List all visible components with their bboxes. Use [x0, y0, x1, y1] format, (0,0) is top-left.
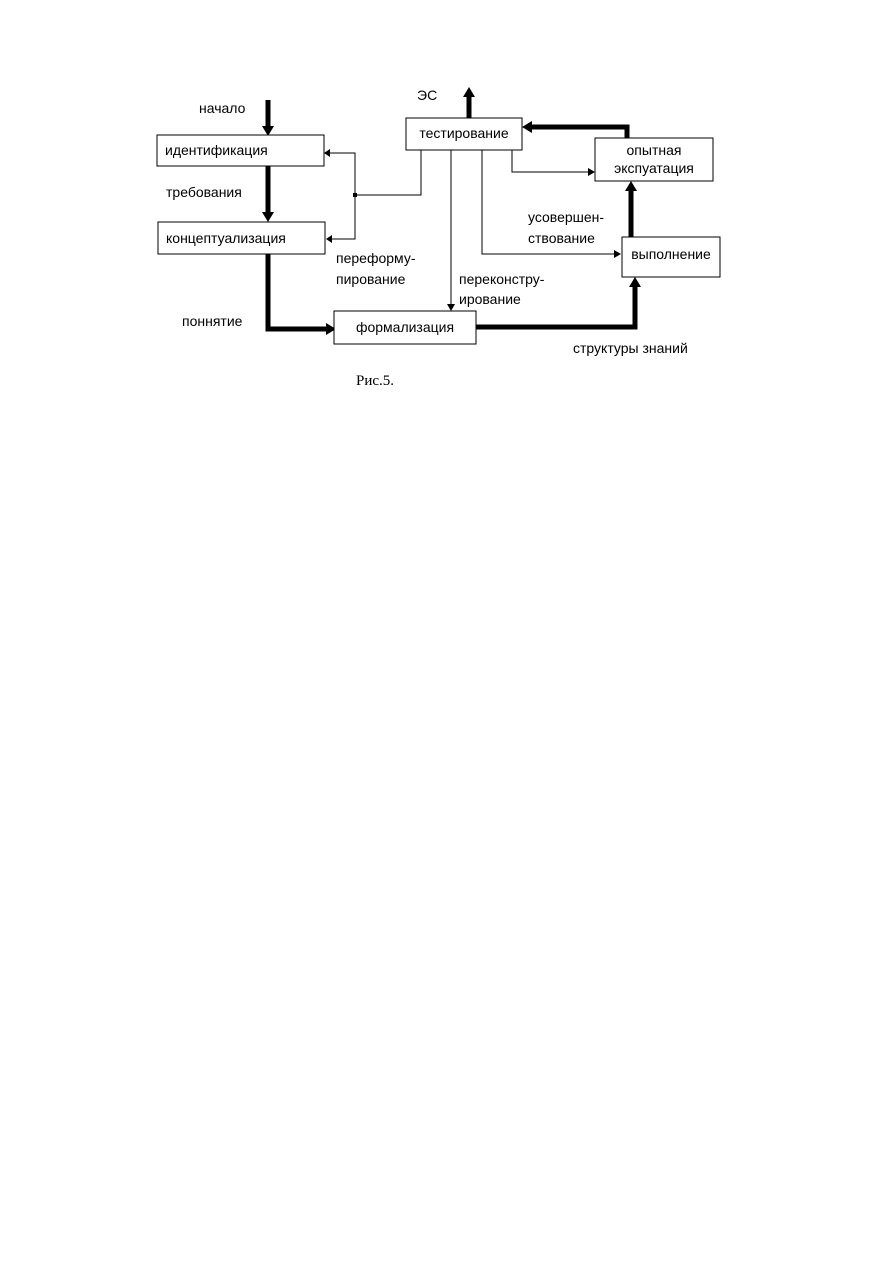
arrowhead-implementation — [629, 277, 641, 287]
arrowhead-reformulation-conceptualization — [326, 235, 332, 243]
arrow-testing-to-trial — [511, 150, 588, 173]
box-conceptualization-label: концептуализация — [166, 230, 286, 246]
box-formalization-label: формализация — [356, 319, 454, 335]
label-improvement-line2: ствование — [528, 230, 595, 246]
arrow-formalization-to-implementation — [476, 287, 638, 330]
figure-caption: Рис.5. — [356, 373, 394, 389]
box-implementation-label: выполнение — [631, 246, 711, 262]
main-flow-arrows — [262, 87, 641, 335]
label-requirements: требования — [166, 184, 242, 200]
arrowhead-conceptualization — [262, 212, 274, 222]
arrowhead-redesign — [447, 304, 455, 311]
box-identification-label: идентификация — [165, 142, 268, 158]
box-identification: идентификация — [156, 134, 325, 167]
label-redesign-line2: ирование — [459, 291, 521, 307]
feedback-arrows — [324, 149, 621, 311]
arrowhead-improvement — [614, 250, 621, 258]
arrowhead-trial — [625, 181, 637, 191]
arrowhead-es — [463, 87, 475, 97]
box-implementation: выполнение — [621, 236, 721, 278]
label-knowledge-structures: структуры знаний — [573, 340, 688, 356]
arrow-conceptualization-to-formalization — [265, 254, 326, 332]
box-testing: тестирование — [405, 117, 523, 151]
arrowhead-identification — [262, 126, 274, 136]
label-concepts: поннятие — [182, 313, 243, 329]
label-reformulation-line1: переформу- — [336, 250, 416, 266]
arrow-trial-to-testing — [532, 124, 630, 138]
arrow-reformulation-to-conceptualization — [332, 195, 356, 240]
box-trial-operation-line1: опытная — [627, 142, 682, 158]
box-testing-label: тестирование — [419, 125, 508, 141]
arrowhead-formalization — [326, 323, 336, 335]
label-start: начало — [199, 100, 246, 116]
box-conceptualization: концептуализация — [157, 221, 326, 255]
arrow-improvement-to-implementation — [481, 150, 614, 255]
box-trial-operation-line2: экспуатация — [614, 160, 694, 176]
label-improvement-line1: усовершен- — [528, 209, 604, 225]
label-reformulation-line2: пирование — [336, 271, 406, 287]
line-testing-to-reformulation-junction — [355, 150, 422, 196]
label-redesign-line1: переконстру- — [459, 271, 545, 287]
arrowhead-testing-trial — [588, 168, 595, 176]
label-es: ЭС — [417, 87, 437, 103]
box-trial-operation: опытная экспуатация — [594, 137, 714, 182]
arrowhead-reformulation-identification — [324, 149, 330, 157]
arrowhead-testing — [522, 121, 532, 133]
arrow-reformulation-to-identification — [330, 152, 356, 195]
box-formalization: формализация — [333, 310, 477, 345]
